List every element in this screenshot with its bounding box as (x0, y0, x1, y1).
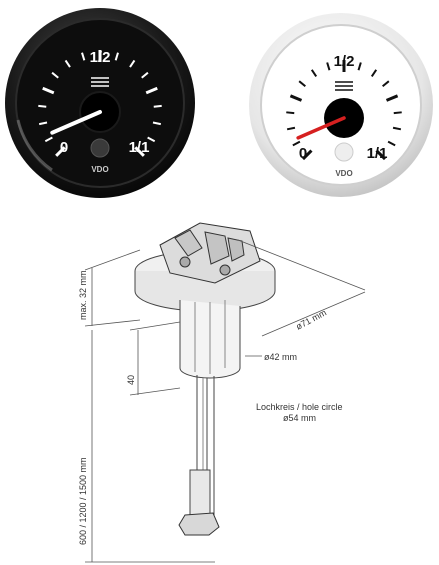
gauge-tick (64, 59, 71, 68)
gauge-label-empty: 0 (299, 145, 307, 162)
gauge-tick (153, 104, 162, 108)
hole-circle-label: Lochkreis / hole circle (256, 402, 343, 412)
gauge-tick (147, 136, 156, 143)
gauge-tick (134, 146, 145, 157)
gauge-tick (387, 140, 396, 147)
dim-length: 40 (126, 375, 136, 385)
gauge-tick (357, 62, 362, 71)
sensor-foot (178, 512, 220, 536)
gauge-needle (296, 116, 346, 140)
gauge-reflection (16, 119, 53, 172)
gauge-tick (326, 62, 331, 71)
gauge-tick (385, 94, 399, 102)
dim-diameter-flange: ø71 mm (294, 307, 328, 331)
gauge-tick (382, 80, 390, 88)
gauge-tick (393, 111, 402, 115)
gauge-label-empty: 0 (60, 139, 68, 156)
gauge-black: 1/2 0 1/1 VDO (5, 8, 195, 198)
gauge-white: 1/2 0 1/1 VDO (249, 13, 433, 197)
gauge-tick (81, 52, 86, 61)
gauge-tick (310, 69, 318, 77)
gauge-tick (301, 149, 313, 161)
dim-max-height: max. 32 mm (78, 270, 88, 320)
gauge-tick (375, 149, 387, 161)
gauge-tick (286, 111, 295, 115)
gauge-tick (145, 86, 158, 95)
gauge-ticks (286, 60, 402, 161)
gauge-tick (141, 71, 149, 79)
gauge-label-half: 1/2 (90, 49, 111, 66)
gauge-tick (286, 126, 296, 131)
sensor-float (189, 469, 211, 516)
gauge-tick (114, 52, 119, 61)
fuel-icon (91, 77, 109, 87)
gauge-tick (38, 104, 47, 108)
fuel-icon (335, 81, 353, 91)
gauge-tick (292, 140, 301, 147)
warning-lamp (90, 138, 110, 158)
gauge-tick (370, 69, 378, 77)
gauge-tick (152, 121, 162, 126)
tank-sensor-drawing (84, 222, 366, 563)
gauge-tick (392, 126, 402, 131)
gauge-tick (38, 121, 48, 126)
gauge-tick (129, 59, 136, 68)
gauge-tick (51, 71, 59, 79)
gauge-needle (50, 110, 102, 135)
dim-total-length: 600 / 1200 / 1500 mm (78, 457, 88, 545)
dimension-lines (84, 239, 366, 563)
gauge-label-half: 1/2 (334, 53, 355, 70)
gauge-tick (42, 86, 55, 95)
brand-logo: VDO (335, 169, 352, 178)
gauge-tick (289, 94, 303, 102)
gauge-tick (55, 146, 66, 157)
gauge-label-full: 1/1 (129, 139, 150, 156)
dim-diameter-tube: ø42 mm (264, 352, 297, 362)
hole-circle-value: ø54 mm (283, 413, 316, 423)
gauge-ticks (38, 50, 162, 157)
gauge-tick (44, 136, 53, 143)
gauge-tick (298, 80, 306, 88)
warning-lamp (334, 142, 354, 162)
brand-logo: VDO (91, 165, 108, 174)
gauge-label-full: 1/1 (367, 145, 388, 162)
